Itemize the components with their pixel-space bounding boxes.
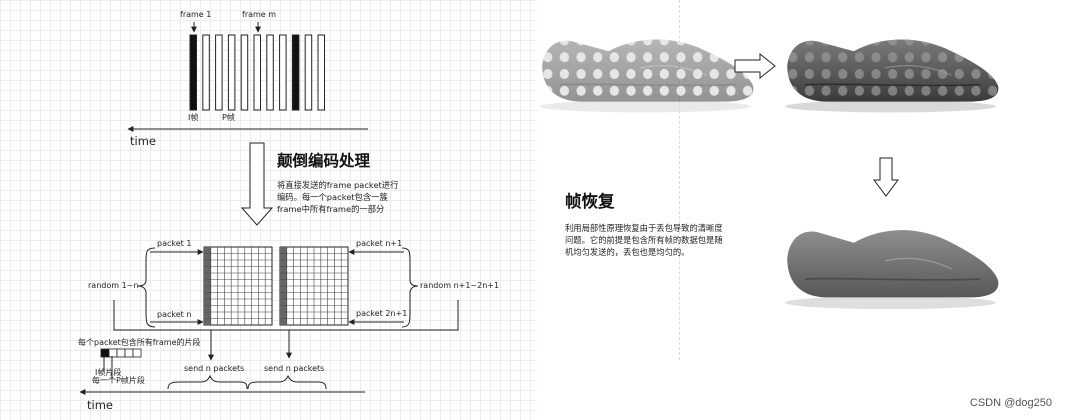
p-fragment-cell	[124, 348, 134, 358]
fragment-note: 每个packet包含所有frame的片段	[78, 338, 201, 347]
i-frame-bar	[291, 34, 300, 111]
p-frame-bar	[253, 34, 261, 111]
send-braces	[167, 374, 327, 390]
packet-n1-label: packet n+1	[356, 239, 403, 248]
i-fragment-label: I帧片段	[95, 368, 122, 377]
packet-block-1	[203, 246, 273, 326]
down-arrow-encode	[240, 142, 274, 226]
random-braces	[137, 247, 419, 328]
frame-1-label: frame 1	[180, 10, 212, 19]
csdn-watermark: CSDN @dog250	[969, 397, 1052, 409]
p-frame-bar	[317, 34, 325, 111]
packet-arrows	[150, 249, 404, 325]
fragment-pointers	[103, 356, 113, 380]
p-frame-bar	[202, 34, 210, 111]
recover-description: 利用局部性原理恢复由于丢包导致的清晰度问题。它的前提是包含所有帧的数据包是随机均…	[565, 223, 723, 257]
encode-title: 颠倒编码处理	[277, 152, 371, 170]
time-label-bottom: time	[87, 398, 113, 412]
p-frame-label: P帧	[222, 113, 235, 122]
p-frame-bar	[279, 34, 287, 111]
send-label-2: send n packets	[264, 364, 325, 373]
p-frame-bar	[304, 34, 313, 111]
i-frame-label: I帧	[188, 113, 199, 122]
p-frame-bar	[240, 34, 249, 111]
p-frame-bar	[266, 34, 274, 111]
random-right-label: random n+1~2n+1	[420, 281, 500, 290]
section-divider	[679, 0, 680, 360]
packet-n-label: packet n	[157, 310, 192, 319]
shoe-image-restored	[784, 229, 1000, 310]
shoe-image-partial	[784, 38, 1000, 114]
p-frame-bar	[215, 34, 223, 111]
packet-block-2	[279, 246, 349, 326]
encode-description: 将直接发送的frame packet进行 编码。每一个packet包含一簇 fr…	[277, 180, 399, 214]
random-left-label: random 1~n	[88, 281, 139, 290]
time-label-top: time	[130, 134, 156, 148]
send-connectors	[113, 300, 459, 361]
packet-1-label: packet 1	[157, 239, 192, 248]
p-frame-bar	[227, 34, 236, 111]
frame-sequence	[189, 34, 325, 111]
send-label-1: send n packets	[184, 364, 245, 373]
frame-label-arrows	[191, 22, 261, 33]
p-fragment-cell	[132, 348, 142, 358]
p-fragment-cell	[108, 348, 118, 358]
fragment-strip	[100, 348, 142, 358]
packet-2n1-label: packet 2n+1	[356, 309, 408, 318]
p-fragment-cell	[116, 348, 126, 358]
shoe-image-dotted	[539, 38, 755, 114]
frame-m-label: frame m	[242, 10, 277, 19]
i-fragment-cell	[100, 348, 110, 358]
i-frame-bar	[189, 34, 197, 111]
down-arrow-hollow	[873, 157, 899, 197]
p-fragment-label: 每一个P帧片段	[92, 376, 145, 385]
right-arrow-hollow	[734, 52, 776, 80]
recover-title: 帧恢复	[565, 192, 615, 211]
